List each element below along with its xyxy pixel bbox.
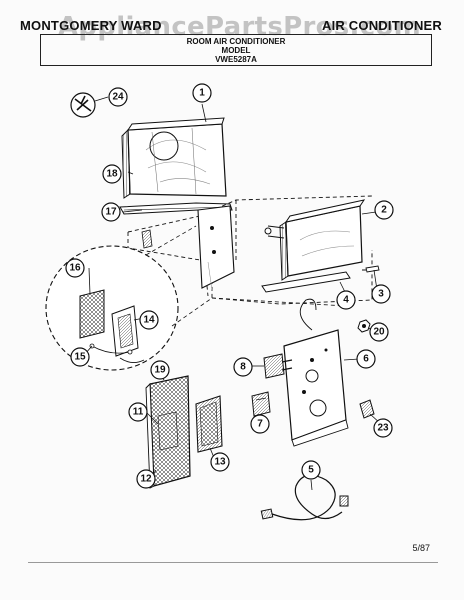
top-seal-strip	[119, 202, 233, 215]
evaporator-coil	[264, 199, 366, 281]
title-block: ROOM AIR CONDITIONER MODEL VWE5287A	[40, 34, 432, 66]
power-cord	[260, 474, 349, 521]
callout-label: 5	[308, 465, 314, 476]
callout-label: 2	[381, 205, 387, 216]
title-line-3: VWE5287A	[215, 55, 257, 64]
callout-5: 5	[301, 460, 321, 480]
callout-label: 1	[199, 88, 205, 99]
callout-label: 16	[69, 263, 81, 274]
base-pan-rail	[211, 271, 351, 307]
callout-24: 24	[108, 87, 128, 107]
callout-3: 3	[371, 284, 391, 304]
callout-label: 24	[112, 92, 124, 103]
relay-component	[251, 391, 271, 417]
callout-15: 15	[70, 347, 90, 367]
callout-23: 23	[373, 418, 393, 438]
callout-label: 20	[373, 327, 385, 338]
callout-1: 1	[192, 83, 212, 103]
front-grille-panel	[145, 375, 191, 489]
title-line-2: MODEL	[221, 46, 251, 55]
callout-17: 17	[101, 202, 121, 222]
page-reference: 5/87	[412, 543, 430, 553]
callout-label: 7	[257, 419, 263, 430]
callout-label: 15	[74, 352, 86, 363]
callout-label: 8	[240, 362, 246, 373]
callout-label: 18	[106, 169, 118, 180]
callout-label: 13	[214, 457, 226, 468]
brand-title: MONTGOMERY WARD	[20, 18, 162, 33]
callout-7: 7	[250, 414, 270, 434]
callout-label: 17	[105, 207, 117, 218]
callout-4: 4	[336, 290, 356, 310]
bottom-divider	[28, 562, 438, 563]
mounting-screw	[362, 265, 380, 273]
callout-label: 4	[343, 295, 349, 306]
callout-20: 20	[369, 322, 389, 342]
callout-14: 14	[139, 310, 159, 330]
condenser-coil	[121, 117, 227, 199]
center-partition	[197, 205, 235, 291]
screw-icon	[70, 92, 109, 118]
watermark: AppliancePartsPros.com	[58, 12, 421, 42]
callout-19: 19	[150, 360, 170, 380]
callout-11: 11	[128, 402, 148, 422]
callout-label: 12	[140, 474, 152, 485]
hex-nut	[357, 319, 371, 333]
callout-18: 18	[102, 164, 122, 184]
callout-6: 6	[356, 349, 376, 369]
callout-label: 3	[378, 289, 384, 300]
terminal-block	[359, 399, 375, 419]
detail-circle	[45, 225, 213, 371]
air-filter	[195, 395, 223, 453]
callout-8: 8	[233, 357, 253, 377]
callout-label: 11	[133, 407, 144, 418]
callout-13: 13	[210, 452, 230, 472]
control-panel-bracket	[283, 298, 349, 447]
callout-2: 2	[374, 200, 394, 220]
callout-label: 14	[143, 315, 155, 326]
left-bracket	[141, 229, 153, 249]
title-line-1: ROOM AIR CONDITIONER	[186, 37, 286, 46]
callout-16: 16	[65, 258, 85, 278]
rotary-switch	[263, 353, 293, 379]
product-title: AIR CONDITIONER	[322, 18, 442, 33]
callout-label: 23	[377, 423, 389, 434]
callout-label: 6	[363, 354, 369, 365]
callout-label: 19	[154, 365, 166, 376]
callout-12: 12	[136, 469, 156, 489]
